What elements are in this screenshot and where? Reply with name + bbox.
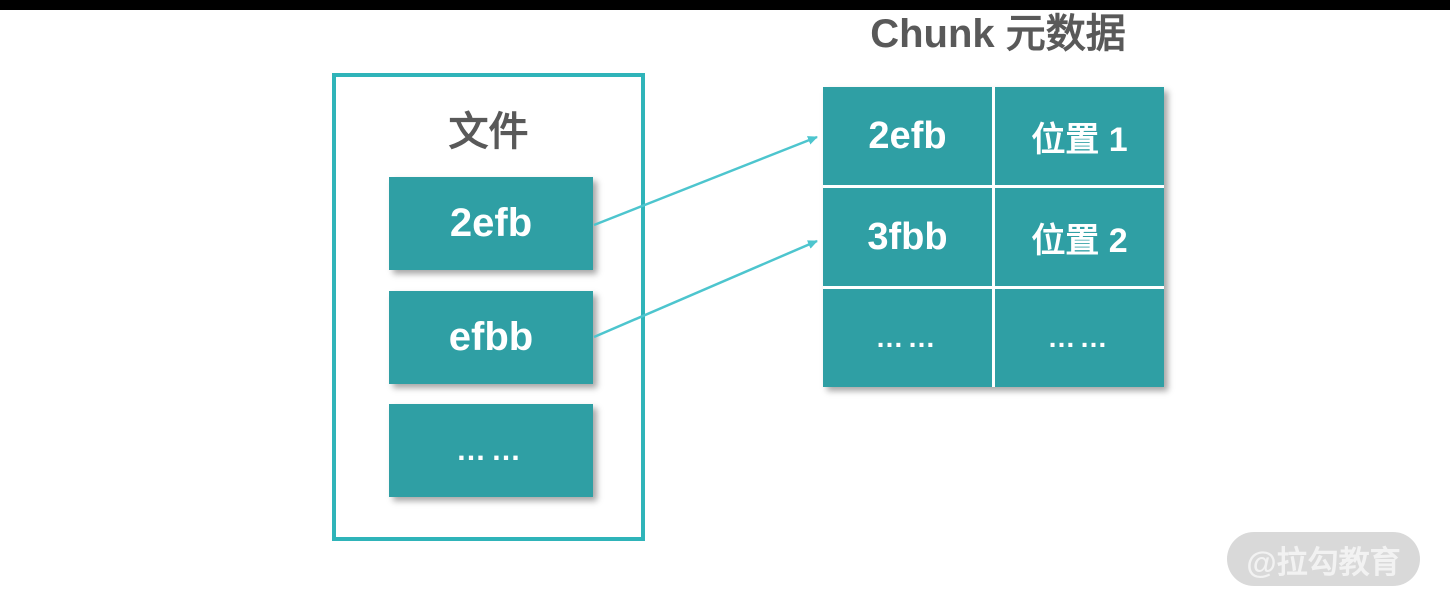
top-black-bar bbox=[0, 0, 1450, 10]
chunk-metadata-table: 2efb 位置 1 3fbb 位置 2 …… …… bbox=[823, 87, 1164, 387]
file-chunk-2efb: 2efb bbox=[389, 177, 593, 270]
table-cell-row1-chunk: 2efb bbox=[823, 87, 992, 185]
file-chunk-efbb: efbb bbox=[389, 291, 593, 384]
watermark-badge: @拉勾教育 bbox=[1227, 532, 1420, 586]
file-chunk-ellipsis: …… bbox=[389, 404, 593, 497]
table-cell-row2-location: 位置 2 bbox=[995, 188, 1164, 286]
file-panel: 文件 2efb efbb …… bbox=[332, 73, 645, 541]
file-panel-label: 文件 bbox=[448, 110, 529, 154]
table-cell-row3-location: …… bbox=[995, 289, 1164, 387]
table-cell-row1-location: 位置 1 bbox=[995, 87, 1164, 185]
table-cell-row2-chunk: 3fbb bbox=[823, 188, 992, 286]
diagram-title: Chunk 元数据 bbox=[870, 12, 1126, 56]
table-cell-row3-chunk: …… bbox=[823, 289, 992, 387]
